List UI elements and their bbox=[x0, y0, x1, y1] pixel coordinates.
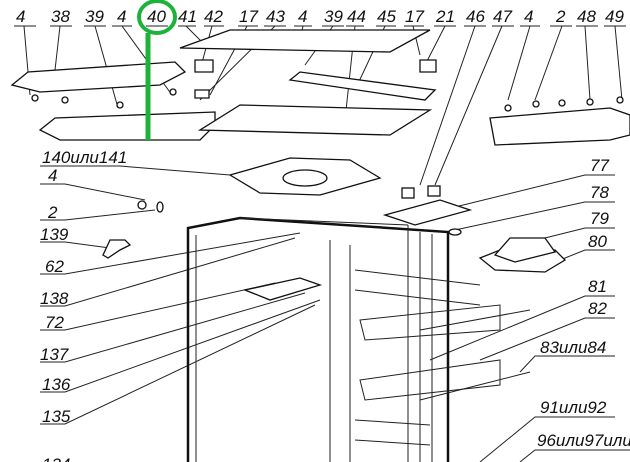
callout-label[interactable]: 4 bbox=[16, 7, 25, 26]
left-leaders bbox=[40, 165, 321, 425]
callout-label-highlighted[interactable]: 40 bbox=[147, 7, 166, 26]
callout-label[interactable]: 137 bbox=[40, 345, 69, 364]
callout-label[interactable]: 82 bbox=[588, 299, 607, 318]
callout-label[interactable]: 2 bbox=[555, 7, 566, 26]
callout-label[interactable]: 45 bbox=[377, 7, 396, 26]
callout-label[interactable]: 91или92 bbox=[540, 398, 607, 417]
callout-label[interactable]: 44 bbox=[347, 7, 366, 26]
callout-label[interactable]: 139 bbox=[40, 225, 69, 244]
right-labels: 77 78 79 80 81 82 83или84 91или92 96или9… bbox=[537, 156, 630, 450]
callout-label[interactable]: 134 bbox=[42, 455, 70, 462]
callout-label[interactable]: 38 bbox=[51, 7, 70, 26]
left-labels: 140или141 4 2 139 62 138 72 137 136 135 … bbox=[40, 148, 127, 462]
callout-label[interactable]: 78 bbox=[590, 183, 609, 202]
callout-label[interactable]: 41 bbox=[178, 7, 197, 26]
callout-label[interactable]: 81 bbox=[588, 277, 607, 296]
cabinet bbox=[186, 216, 450, 462]
highlight-circle bbox=[137, 0, 177, 35]
top-labels: 4 38 39 4 40 41 42 17 43 4 39 44 45 17 2… bbox=[16, 7, 624, 26]
thermostat-housing bbox=[478, 237, 567, 273]
callout-label[interactable]: 17 bbox=[405, 7, 424, 26]
hinge-plate bbox=[382, 185, 473, 236]
callout-label[interactable]: 72 bbox=[45, 313, 64, 332]
callout-label[interactable]: 135 bbox=[42, 407, 71, 426]
top-cover-left bbox=[10, 61, 216, 141]
callout-label[interactable]: 42 bbox=[204, 7, 223, 26]
fan-bracket bbox=[228, 157, 382, 196]
callout-label[interactable]: 4 bbox=[524, 7, 533, 26]
callout-label[interactable]: 46 bbox=[466, 7, 485, 26]
callout-label[interactable]: 77 bbox=[590, 156, 609, 175]
callout-label[interactable]: 4 bbox=[48, 166, 57, 185]
callout-label[interactable]: 4 bbox=[117, 7, 126, 26]
right-leaders bbox=[429, 174, 630, 462]
callout-label[interactable]: 140или141 bbox=[42, 148, 127, 167]
callout-label[interactable]: 49 bbox=[605, 7, 624, 26]
callout-label[interactable]: 136 bbox=[42, 375, 71, 394]
callout-label[interactable]: 79 bbox=[590, 209, 609, 228]
small-parts bbox=[102, 200, 164, 259]
callout-label[interactable]: 4 bbox=[298, 7, 307, 26]
top-panels bbox=[179, 29, 437, 136]
callout-label[interactable]: 48 bbox=[577, 7, 596, 26]
callout-label[interactable]: 2 bbox=[47, 203, 58, 222]
callout-label[interactable]: 47 bbox=[493, 7, 512, 26]
callout-label[interactable]: 39 bbox=[324, 7, 343, 26]
callout-label[interactable]: 80 bbox=[588, 232, 607, 251]
highlight-marker bbox=[137, 0, 177, 140]
callout-label[interactable]: 21 bbox=[435, 7, 455, 26]
shelves bbox=[354, 269, 531, 446]
callout-label[interactable]: 62 bbox=[45, 257, 64, 276]
callout-label[interactable]: 83или84 bbox=[540, 338, 606, 357]
callout-label[interactable]: 96или97или bbox=[537, 431, 630, 450]
callout-label[interactable]: 43 bbox=[266, 7, 285, 26]
top-cover-right bbox=[489, 96, 630, 146]
callout-label[interactable]: 39 bbox=[85, 7, 104, 26]
callout-label[interactable]: 17 bbox=[239, 7, 258, 26]
callout-label[interactable]: 138 bbox=[40, 289, 69, 308]
